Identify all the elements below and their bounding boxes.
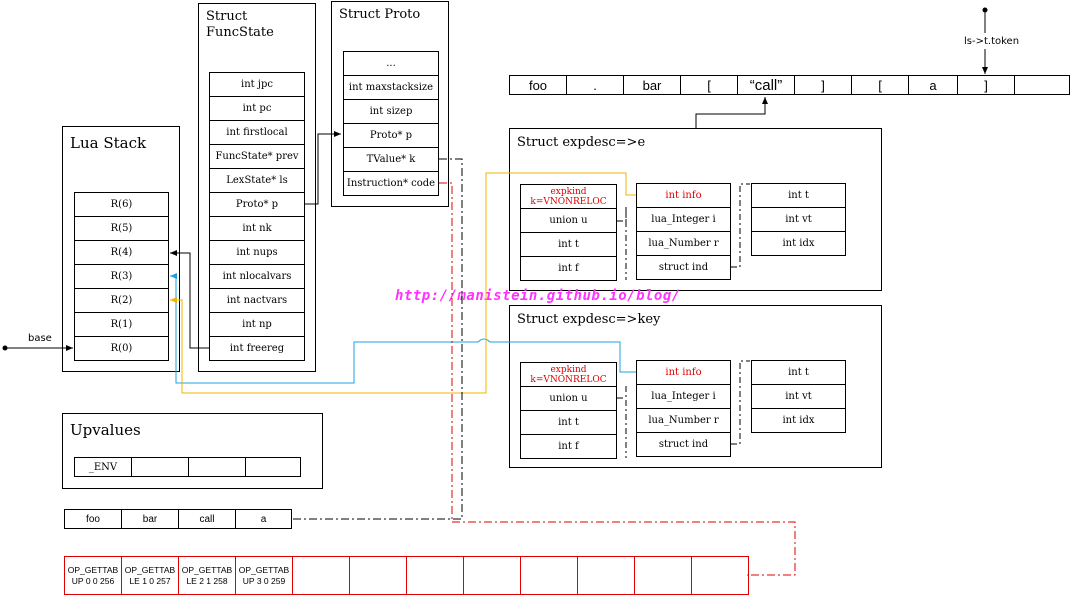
code-args: LE 2 1 258 [186, 575, 228, 586]
code-args: LE 1 0 257 [129, 575, 171, 586]
code-opcode: OP_GETTAB [67, 564, 119, 575]
expdesc-e-title: Struct expdesc=>e [517, 135, 646, 150]
key-info-register-link [170, 273, 636, 384]
expdesc-key-field: int t [520, 410, 617, 435]
expdesc-key-union-field: lua_Number r [636, 408, 731, 433]
watermark: http://manistein.github.io/blog/ [395, 288, 681, 304]
code-cell [634, 556, 692, 595]
code-cell [577, 556, 635, 595]
register-cell: R(6) [74, 192, 169, 217]
expdesc-e-union-field: lua_Number r [636, 231, 731, 256]
register-cell: R(1) [74, 312, 169, 337]
funcstate-field: FuncState* prev [209, 144, 305, 169]
expdesc-e-union-field: struct ind [636, 255, 731, 280]
funcstate-field: int nups [209, 240, 305, 265]
expdesc-key-kind: expkind k=VNONRELOC [520, 362, 617, 387]
expdesc-e-token-link [695, 97, 768, 128]
code-args: UP 0 0 256 [71, 575, 115, 586]
e-union-link [617, 207, 627, 222]
proto-field: Instruction* code [343, 171, 439, 196]
funcstate-proto-link [305, 131, 341, 205]
expdesc-e-info: int info [636, 183, 731, 208]
expdesc-key-field: int f [520, 434, 617, 459]
expdesc-key-title: Struct expdesc=>key [517, 312, 661, 327]
code-opcode: OP_GETTAB [124, 564, 176, 575]
proto-code-array-link [439, 182, 796, 576]
expdesc-e-ind-field: int idx [751, 231, 846, 256]
proto-title: Struct Proto [339, 7, 421, 22]
code-opcode: OP_GETTAB [181, 564, 233, 575]
constant-cell: a [235, 509, 292, 529]
funcstate-field: int jpc [209, 72, 305, 97]
key-ind-link [731, 360, 750, 445]
expdesc-key-ind-field: int t [751, 360, 846, 385]
base-label: base [28, 333, 52, 344]
funcstate-field: int freereg [209, 336, 305, 361]
expdesc-e-field: union u [520, 208, 617, 233]
constant-cell: bar [121, 509, 179, 529]
expdesc-key-union-field: lua_Integer i [636, 384, 731, 409]
token-cell [1014, 75, 1070, 95]
expdesc-e-ind-field: int vt [751, 207, 846, 232]
expdesc-e-union-field: lua_Integer i [636, 207, 731, 232]
e-info-register-link [170, 172, 636, 394]
upvalue-cell [245, 457, 301, 477]
funcstate-field: int nlocalvars [209, 264, 305, 289]
expdesc-e-kind: expkind k=VNONRELOC [520, 184, 617, 209]
expdesc-e-field: int f [520, 256, 617, 281]
code-opcode: OP_GETTAB [238, 564, 290, 575]
funcstate-field: LexState* ls [209, 168, 305, 193]
expdesc-key-union-field: struct ind [636, 432, 731, 457]
proto-field: TValue* k [343, 147, 439, 172]
funcstate-field: int firstlocal [209, 120, 305, 145]
token-pointer-label: ls->t.token [964, 36, 1020, 47]
expdesc-e-field: int t [520, 232, 617, 257]
e-ind-link [731, 183, 750, 268]
expdesc-key-ind-field: int idx [751, 408, 846, 433]
lua-stack-title: Lua Stack [70, 134, 147, 152]
expdesc-e-ind-field: int t [751, 183, 846, 208]
code-args: UP 3 0 259 [242, 575, 286, 586]
funcstate-title: Struct FuncState [206, 9, 274, 40]
token-cell: ] [957, 75, 1015, 95]
proto-k-constants-link [292, 158, 463, 520]
freereg-register-link [170, 250, 209, 349]
register-cell: R(0) [74, 336, 169, 361]
proto-field: int sizep [343, 99, 439, 124]
upvalues-title: Upvalues [70, 421, 141, 439]
